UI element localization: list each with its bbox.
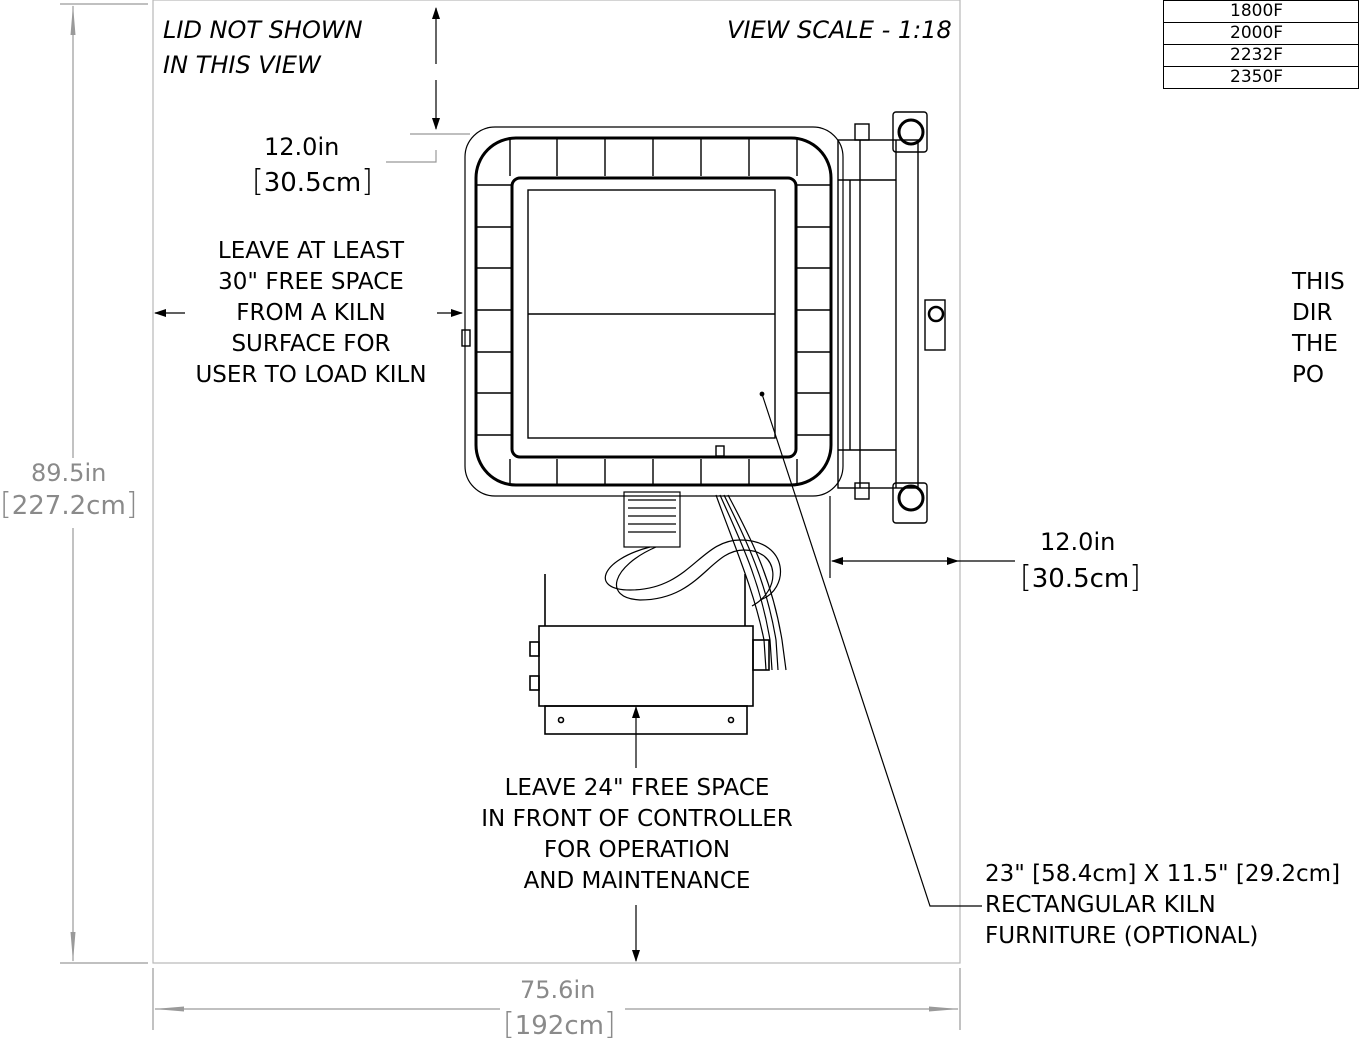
- callout-line: 23" [58.4cm] X 11.5" [29.2cm]: [985, 861, 1341, 887]
- callout-line: FOR OPERATION: [543, 837, 731, 863]
- temp-cell: 1800F: [1163, 0, 1359, 23]
- bracket-open: [: [0, 487, 12, 522]
- width-cm-label: [192cm]: [503, 1010, 616, 1040]
- top-clearance-cm: 30.5cm: [263, 168, 362, 198]
- callout-line: THIS: [1292, 269, 1345, 295]
- callout-line: DIR: [1292, 300, 1333, 326]
- view-scale-note: VIEW SCALE - 1:18: [727, 16, 952, 44]
- height-cm-label: [227.2cm]: [0, 490, 138, 520]
- height-cm: 227.2cm: [11, 491, 126, 521]
- table-row: 2232F: [1163, 44, 1359, 67]
- side-clearance-dimension: [829, 496, 1015, 578]
- furniture-leader: [759, 391, 982, 907]
- bracket-close: ]: [603, 1007, 616, 1042]
- top-clearance-in: 12.0in: [264, 133, 340, 161]
- temp-cell: 2232F: [1163, 44, 1359, 67]
- temp-cell: 2350F: [1163, 66, 1359, 89]
- height-in: 89.5in: [31, 459, 107, 487]
- bracket-open: [: [252, 164, 264, 199]
- lid-note-line1: LID NOT SHOWN: [163, 16, 363, 44]
- controller-box: [529, 574, 770, 735]
- table-row: 2000F: [1163, 22, 1359, 45]
- callout-line: 30" FREE SPACE: [218, 269, 404, 295]
- width-cm: 192cm: [514, 1011, 604, 1041]
- temperature-table: 1800F 2000F 2232F 2350F: [1163, 0, 1359, 89]
- callout-line: LEAVE 24" FREE SPACE: [504, 775, 770, 801]
- bracket-close: ]: [125, 487, 138, 522]
- callout-line: USER TO LOAD KILN: [195, 362, 427, 388]
- callout-line: IN FRONT OF CONTROLLER: [481, 806, 793, 832]
- load-space-callout: LEAVE AT LEAST 30" FREE SPACE FROM A KIL…: [185, 236, 437, 391]
- bracket-open: [: [1020, 560, 1032, 595]
- bracket-close: ]: [361, 164, 373, 199]
- callout-line: THE: [1292, 331, 1338, 357]
- callout-line: FURNITURE (OPTIONAL): [985, 923, 1259, 949]
- bracket-close: ]: [1129, 560, 1141, 595]
- top-clearance-dimension: [386, 7, 470, 163]
- kiln-body: [461, 126, 844, 497]
- bracket-open: [: [503, 1007, 515, 1042]
- side-clearance-in: 12.0in: [1040, 528, 1116, 556]
- height-dimension: [60, 3, 148, 964]
- top-clearance-cm-label: [30.5cm]: [252, 167, 373, 197]
- table-row: 2350F: [1163, 66, 1359, 89]
- callout-line: AND MAINTENANCE: [523, 868, 751, 894]
- callout-line: LEAVE AT LEAST: [217, 238, 405, 264]
- kiln-hinge-frame: [837, 111, 946, 524]
- callout-line: FROM A KILN: [236, 300, 386, 326]
- lid-note-line2: IN THIS VIEW: [163, 51, 321, 79]
- temp-cell: 2000F: [1163, 22, 1359, 45]
- side-clearance-cm: 30.5cm: [1031, 564, 1130, 594]
- callout-line: PO: [1292, 362, 1324, 388]
- truncated-note: THIS DIR THE PO: [1292, 267, 1345, 391]
- clearance-boundary: [152, 0, 961, 964]
- furniture-callout: 23" [58.4cm] X 11.5" [29.2cm] RECTANGULA…: [985, 859, 1340, 952]
- callout-line: SURFACE FOR: [231, 331, 391, 357]
- table-row: 1800F: [1163, 0, 1359, 23]
- width-in: 75.6in: [520, 976, 596, 1004]
- kiln-wiring: [604, 491, 787, 671]
- callout-line: RECTANGULAR KILN: [985, 892, 1216, 918]
- front-space-callout: LEAVE 24" FREE SPACE IN FRONT OF CONTROL…: [430, 773, 844, 897]
- width-dimension: [152, 968, 961, 1030]
- side-clearance-cm-label: [30.5cm]: [1020, 563, 1141, 593]
